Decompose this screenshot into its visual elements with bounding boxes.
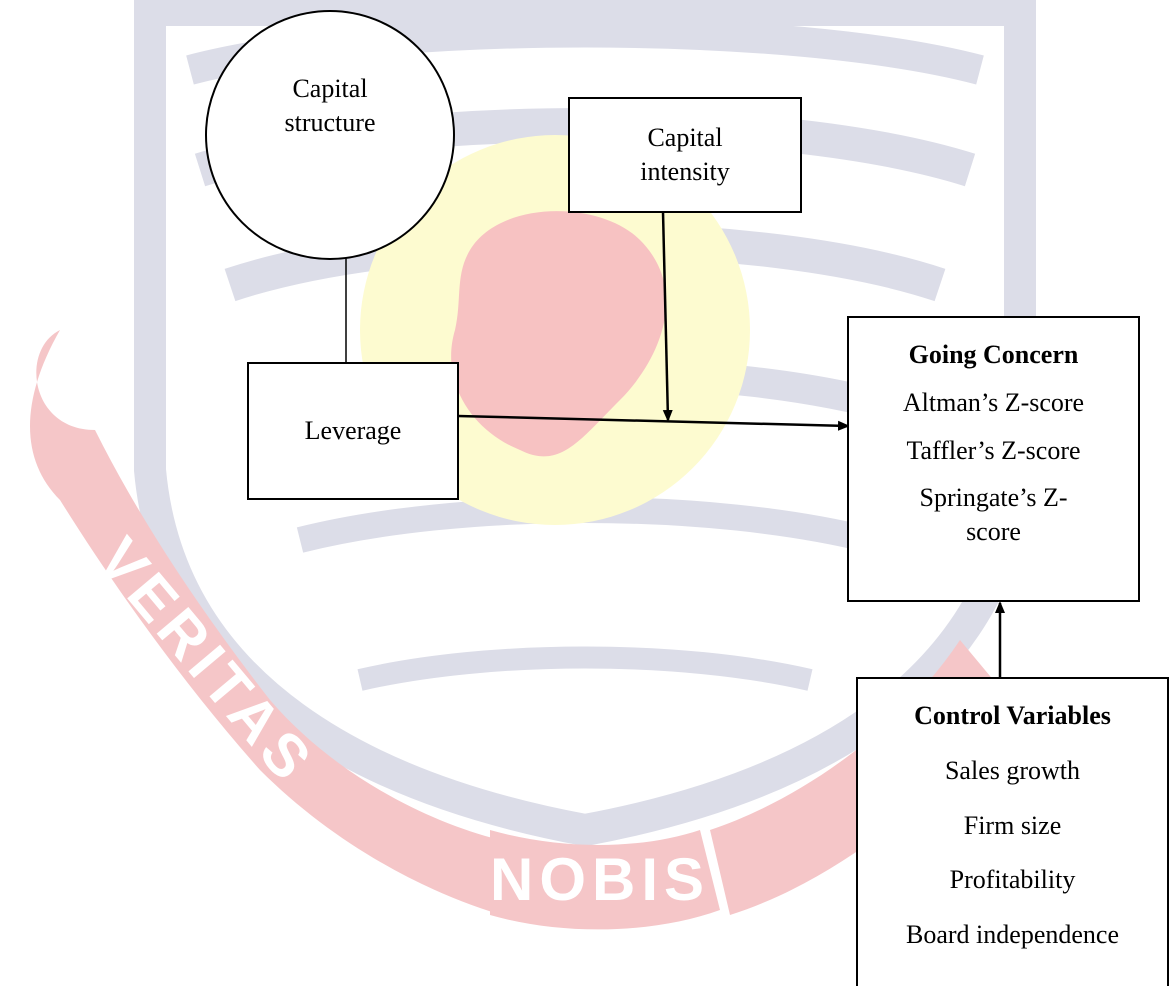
control-variables-item: Board independence — [906, 920, 1119, 950]
going-concern-item: Altman’s Z-score — [902, 387, 1085, 417]
banner-word-nobis: NOBIS — [490, 846, 710, 913]
going-concern-item: Taffler’s Z-score — [906, 435, 1081, 465]
going-concern-item: Springate’s Z-score — [919, 483, 1068, 547]
going-concern-heading: Going Concern — [908, 340, 1079, 369]
control-variables-item: Firm size — [963, 810, 1062, 840]
control-variables-heading: Control Variables — [914, 701, 1111, 730]
node-leverage: Leverage — [247, 362, 459, 500]
node-capital-intensity: Capital intensity — [568, 97, 802, 213]
leverage-label: Leverage — [304, 416, 402, 446]
node-control-variables: Control Variables Sales growth Firm size… — [856, 677, 1169, 986]
node-going-concern: Going Concern Altman’s Z-score Taffler’s… — [847, 316, 1140, 602]
capital-structure-label: Capital structure — [284, 74, 376, 137]
adinkra-emblem — [451, 211, 667, 457]
edge-leverage-going-concern — [457, 414, 850, 431]
edge-capital-intensity-moderation — [661, 211, 673, 422]
node-capital-structure: Capital structure — [205, 10, 455, 260]
control-variables-item: Profitability — [949, 865, 1076, 895]
capital-intensity-label: Capital intensity — [640, 123, 730, 186]
control-variables-item: Sales growth — [944, 755, 1081, 785]
